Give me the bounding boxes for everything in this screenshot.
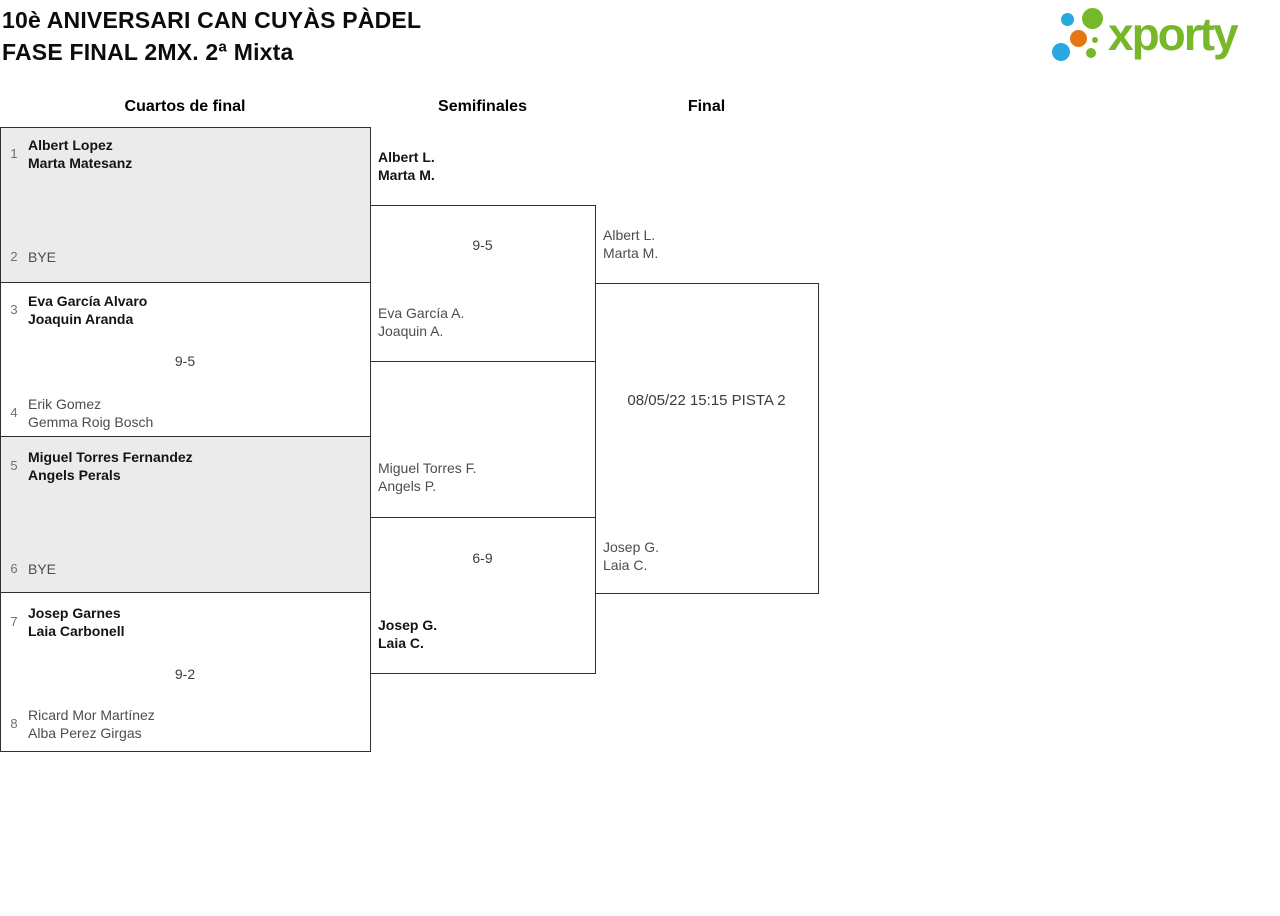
logo-dot-icon — [1052, 43, 1070, 61]
tournament-name: 10è ANIVERSARI CAN CUYÀS PÀDEL — [2, 7, 422, 33]
participant-name: Joaquin Aranda — [28, 311, 134, 327]
score-label: 9-2 — [174, 666, 196, 682]
participant-name: Albert L. — [603, 227, 656, 243]
participant-seed: 4 — [10, 405, 18, 420]
participant-entry[interactable]: 1 Albert Lopez Marta Matesanz — [4, 136, 132, 172]
participant-name: Eva García A. — [378, 305, 465, 321]
participant-name: Marta M. — [378, 167, 435, 183]
participant-name: Laia C. — [603, 557, 648, 573]
logo-dot-icon — [1086, 48, 1096, 58]
qf-match-4-box[interactable] — [0, 592, 371, 752]
logo-dot-icon — [1092, 37, 1098, 43]
participant-entry[interactable]: 8 Ricard Mor Martínez Alba Perez Girgas — [4, 706, 155, 742]
participant-name: Josep Garnes — [28, 605, 121, 621]
score-label: 9-5 — [472, 237, 493, 253]
participant-name: Laia Carbonell — [28, 623, 125, 639]
participant-name: Eva García Alvaro — [28, 293, 148, 309]
participant-name: Laia C. — [378, 635, 424, 651]
round-header-quarterfinals: Cuartos de final — [124, 98, 246, 115]
participant-entry[interactable]: 2 BYE — [4, 248, 56, 266]
participant-entry[interactable]: Josep G. Laia C. — [603, 538, 659, 574]
participant-name: BYE — [28, 249, 57, 265]
logo-wordmark: xporty — [1108, 8, 1239, 60]
round-header-final: Final — [687, 98, 726, 115]
participant-entry[interactable]: 7 Josep Garnes Laia Carbonell — [4, 604, 124, 640]
participant-name: Angels Perals — [28, 467, 121, 483]
participant-seed: 7 — [10, 614, 18, 629]
participant-seed: 3 — [10, 302, 18, 317]
participant-name: Marta M. — [603, 245, 659, 261]
sf-match-2-box[interactable] — [370, 517, 596, 674]
participant-name: Albert Lopez — [28, 137, 113, 153]
participant-seed: 8 — [10, 716, 18, 731]
participant-entry[interactable]: 3 Eva García Alvaro Joaquin Aranda — [4, 292, 147, 328]
participant-entry[interactable]: 6 BYE — [4, 560, 56, 578]
participant-entry[interactable]: Josep G. Laia C. — [378, 616, 437, 652]
participant-seed: 6 — [10, 561, 18, 576]
participant-entry[interactable]: Albert L. Marta M. — [378, 148, 435, 184]
logo-dot-icon — [1061, 13, 1074, 26]
qf-match-2-box[interactable] — [0, 282, 371, 438]
participant-name: Angels P. — [378, 478, 437, 494]
participant-name: Alba Perez Girgas — [28, 725, 142, 741]
round-header-semifinals: Semifinales — [438, 98, 527, 115]
phase-category: FASE FINAL 2MX. 2ª Mixta — [2, 39, 294, 65]
participant-seed: 5 — [10, 458, 18, 473]
participant-name: Miguel Torres Fernandez — [28, 449, 193, 465]
logo-dot-icon — [1082, 8, 1103, 29]
participant-name: Josep G. — [378, 617, 438, 633]
page-title: 10è ANIVERSARI CAN CUYÀS PÀDEL FASE FINA… — [2, 4, 421, 68]
participant-entry[interactable]: 5 Miguel Torres Fernandez Angels Perals — [4, 448, 193, 484]
score-label: 9-5 — [174, 353, 196, 369]
logo-dot-icon — [1070, 30, 1087, 47]
participant-entry[interactable]: 4 Erik Gomez Gemma Roig Bosch — [4, 395, 153, 431]
participant-seed: 2 — [10, 249, 18, 264]
participant-name: Josep G. — [603, 539, 660, 555]
participant-name: Miguel Torres F. — [378, 460, 477, 476]
participant-name: Albert L. — [378, 149, 435, 165]
participant-name: Ricard Mor Martínez — [28, 707, 155, 723]
final-match-box[interactable] — [595, 283, 819, 594]
participant-seed: 1 — [10, 146, 18, 161]
participant-name: BYE — [28, 561, 57, 577]
match-schedule: 08/05/22 15:15 PISTA 2 — [627, 392, 786, 409]
participant-name: Joaquin A. — [378, 323, 444, 339]
participant-entry[interactable]: Albert L. Marta M. — [603, 226, 658, 262]
participant-name: Erik Gomez — [28, 396, 102, 412]
participant-entry[interactable]: Miguel Torres F. Angels P. — [378, 459, 477, 495]
participant-entry[interactable]: Eva García A. Joaquin A. — [378, 304, 464, 340]
participant-name: Marta Matesanz — [28, 155, 133, 171]
participant-name: Gemma Roig Bosch — [28, 414, 154, 430]
score-label: 6-9 — [472, 550, 493, 566]
